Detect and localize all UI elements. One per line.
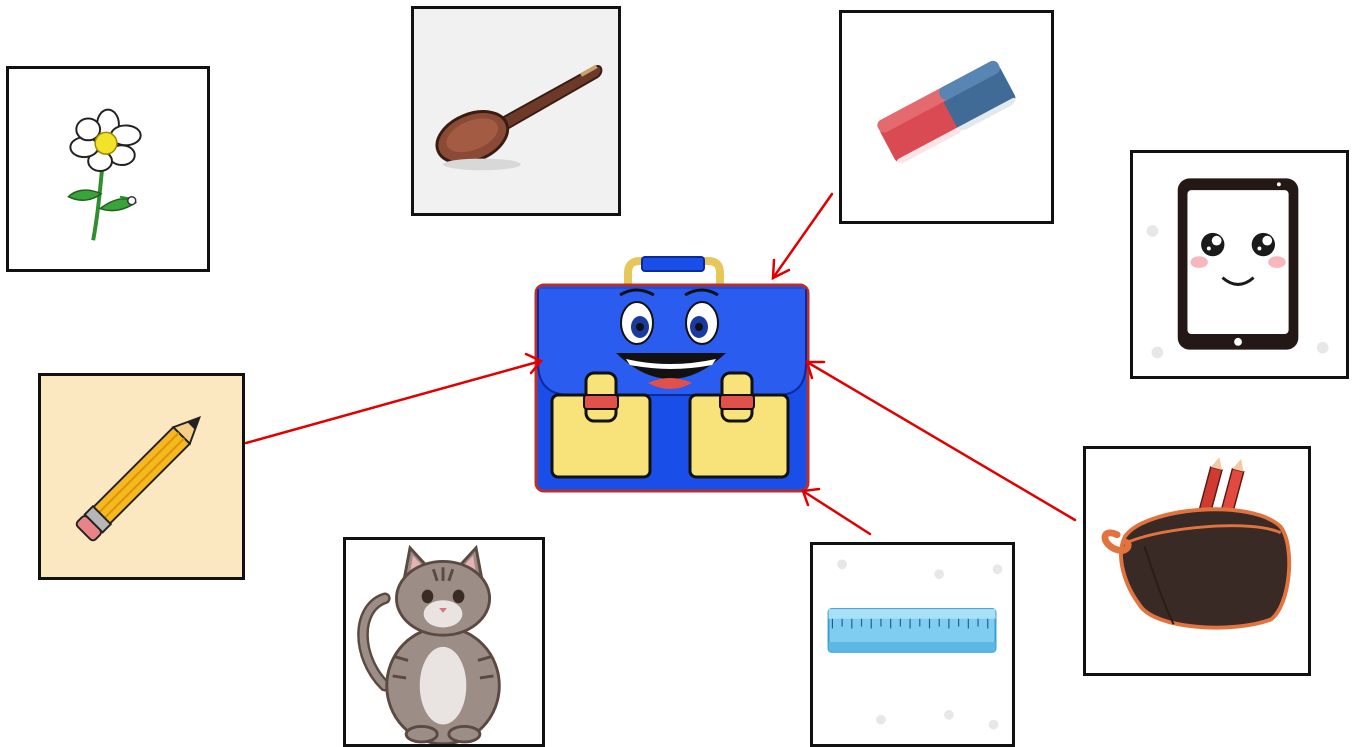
ruler-card[interactable] [810, 542, 1015, 747]
eraser-icon [842, 13, 1051, 221]
cat-icon [346, 540, 542, 744]
pencil-card[interactable] [38, 373, 245, 580]
arrow-pencil-to-bag [246, 354, 541, 443]
ruler-icon [813, 545, 1012, 744]
tablet-icon [1133, 153, 1346, 376]
school-bag-icon [530, 255, 815, 495]
pencil-case-card[interactable] [1083, 446, 1311, 676]
flower-icon [9, 69, 207, 269]
eraser-card[interactable] [839, 10, 1054, 224]
arrow-pencil-case-to-bag [807, 362, 1075, 520]
arrow-ruler-to-bag [803, 489, 870, 534]
flower-card[interactable] [6, 66, 210, 272]
pencil-icon [41, 376, 242, 577]
pencil-case-icon [1086, 449, 1308, 673]
cat-card[interactable] [343, 537, 545, 747]
tablet-card[interactable] [1130, 150, 1349, 379]
spoon-card[interactable] [411, 6, 621, 216]
spoon-icon [414, 9, 618, 213]
